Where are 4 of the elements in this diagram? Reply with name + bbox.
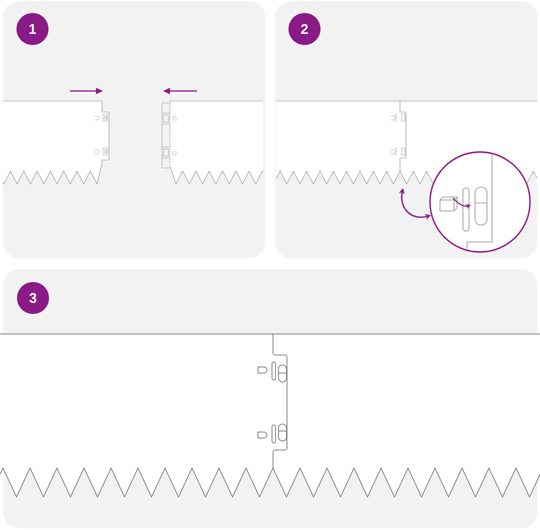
magnifier-circle bbox=[429, 151, 531, 253]
step-number: 1 bbox=[16, 13, 48, 45]
step-number: 3 bbox=[17, 282, 49, 314]
step-number: 2 bbox=[288, 13, 320, 45]
